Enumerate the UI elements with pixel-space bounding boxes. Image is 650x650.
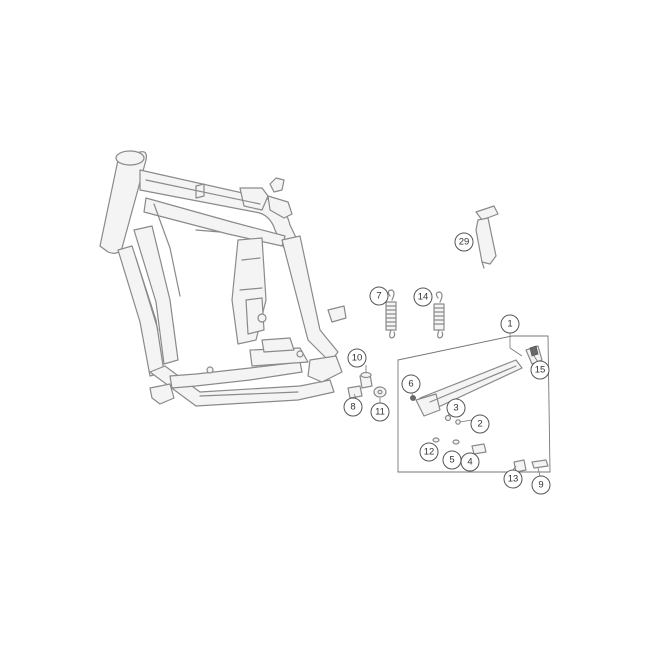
- svg-text:6: 6: [408, 379, 413, 390]
- svg-text:10: 10: [352, 353, 363, 364]
- part-9-bolt: [531, 459, 549, 469]
- svg-text:7: 7: [376, 291, 381, 302]
- callout-4: 4: [460, 452, 480, 472]
- part-4-sleeve: [471, 443, 487, 455]
- callout-10: 10: [347, 348, 367, 368]
- callout-9: 9: [531, 475, 551, 495]
- callout-13: 13: [503, 469, 523, 489]
- part-12-washer: [432, 437, 440, 443]
- callout-29: 29: [454, 232, 474, 252]
- part-8-nut: [347, 385, 363, 399]
- svg-text:3: 3: [453, 403, 458, 414]
- part-14-spring: [433, 291, 445, 339]
- svg-text:13: 13: [508, 474, 519, 485]
- svg-text:12: 12: [424, 447, 435, 458]
- motorcycle-frame: [99, 150, 347, 407]
- part-11-washer: [373, 386, 387, 398]
- svg-text:9: 9: [538, 480, 543, 491]
- callout-2: 2: [470, 414, 490, 434]
- svg-text:15: 15: [535, 365, 546, 376]
- part-5-washer: [452, 439, 460, 445]
- part-2-bushing: [455, 419, 461, 425]
- svg-text:2: 2: [477, 419, 482, 430]
- svg-text:29: 29: [459, 237, 470, 248]
- callout-12: 12: [419, 442, 439, 462]
- part-6-pin: [410, 395, 416, 401]
- svg-text:1: 1: [507, 319, 512, 330]
- callout-5: 5: [442, 450, 462, 470]
- svg-text:5: 5: [449, 455, 454, 466]
- part-10-screw: [359, 371, 373, 389]
- part-13-nut: [513, 459, 527, 473]
- part-3-bushing: [444, 414, 452, 422]
- callout-3: 3: [446, 398, 466, 418]
- callout-6: 6: [401, 374, 421, 394]
- callout-15: 15: [530, 360, 550, 380]
- leader-lines: [353, 333, 541, 477]
- svg-text:14: 14: [418, 292, 429, 303]
- callout-7: 7: [369, 286, 389, 306]
- callout-1: 1: [500, 314, 520, 334]
- callout-8: 8: [343, 397, 363, 417]
- side-stand-assembly-box: [397, 335, 551, 473]
- part-29-side-stand-tool: [475, 205, 499, 269]
- svg-text:11: 11: [375, 407, 385, 418]
- callout-14: 14: [413, 287, 433, 307]
- svg-text:4: 4: [467, 457, 472, 468]
- part-15-stand-foot: [525, 345, 543, 365]
- part-7-spring: [385, 289, 397, 339]
- part-1-side-stand: [415, 359, 523, 417]
- svg-text:8: 8: [350, 402, 355, 413]
- callout-11: 11: [370, 402, 390, 422]
